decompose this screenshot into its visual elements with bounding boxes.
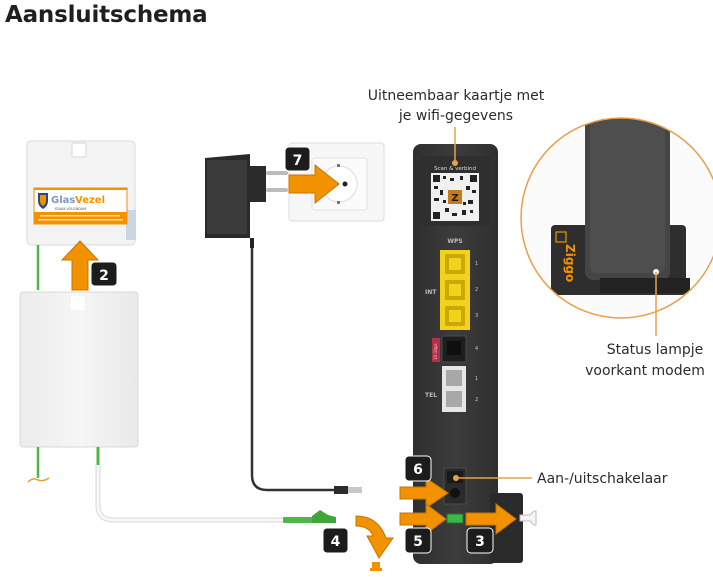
power-cord	[250, 248, 335, 492]
step-4-badge: 4	[322, 527, 349, 554]
glasvezel-brand-part2: Vezel	[75, 195, 105, 206]
port-1-number: 1	[475, 261, 478, 267]
power-plug-connector	[334, 486, 362, 494]
step-2-badge: 2	[90, 261, 118, 287]
power-jack	[450, 488, 460, 498]
step-4-arrow	[355, 515, 394, 571]
wps-label: WPS	[447, 238, 462, 245]
step-5-arrow	[399, 503, 447, 535]
int-label: INT	[425, 289, 437, 296]
glasvezel-brand-part1: Glas	[51, 195, 75, 206]
status-label-line2: voorkant modem	[585, 363, 705, 379]
wifi-qr-card[interactable]: Scan & verbind Z	[420, 156, 490, 226]
tel-2-number: 2	[475, 397, 478, 403]
port-4-number: 4	[475, 346, 478, 352]
qr-caption: Scan & verbind	[434, 166, 476, 172]
svg-text:6: 6	[413, 462, 423, 478]
wifi-card-label-line2: je wifi-gegevens	[398, 108, 513, 124]
svg-text:4: 4	[331, 534, 341, 550]
telephone-ports	[442, 366, 466, 412]
step-2-arrow	[60, 240, 100, 291]
modem: Scan & verbind Z WPS	[413, 144, 523, 564]
svg-text:5: 5	[413, 534, 423, 550]
status-light-zoom: Ziggo	[520, 117, 713, 319]
step-6-badge: 6	[404, 455, 432, 482]
power-switch-label: Aan-/uitschakelaar	[537, 471, 668, 487]
svg-text:7: 7	[293, 153, 303, 169]
zoom-brand-label: Ziggo	[563, 244, 577, 282]
page-title: Aansluitschema	[5, 2, 208, 28]
fiber-wall-box	[19, 291, 139, 448]
svg-text:2: 2	[99, 268, 109, 284]
tel-1-number: 1	[475, 376, 478, 382]
tel-label: TEL	[425, 392, 437, 399]
glasvezel-brand-sub: EDAM-VOLENDAM	[55, 207, 86, 211]
power-adapter	[205, 154, 288, 248]
ziggo-logo-icon	[555, 231, 567, 243]
port-4	[441, 335, 467, 363]
ziggo-badge-icon	[448, 190, 462, 204]
step-7-arrow	[288, 163, 340, 205]
port-4-speed-tag	[432, 338, 440, 362]
svg-text:10 Gbps: 10 Gbps	[433, 343, 438, 360]
step-5-badge: 5	[404, 527, 432, 554]
fiber-termination-box: Glas Vezel EDAM-VOLENDAM	[26, 140, 136, 246]
fiber-patch-cable	[95, 447, 336, 523]
port-3-number: 3	[475, 313, 478, 319]
fiber-dust-cap	[519, 510, 537, 526]
svg-text:Z: Z	[451, 193, 458, 204]
status-label-line1: Status lampje	[607, 342, 704, 358]
wifi-card-label-line1: Uitneembaar kaartje met	[368, 88, 545, 104]
fiber-port	[446, 513, 464, 524]
port-2-number: 2	[475, 287, 478, 293]
step-3-arrow	[465, 503, 517, 535]
step-7-badge: 7	[284, 146, 311, 172]
internet-ports	[440, 250, 470, 330]
step-6-arrow	[399, 477, 449, 509]
step-3-badge: 3	[466, 527, 494, 554]
svg-text:3: 3	[475, 534, 485, 550]
